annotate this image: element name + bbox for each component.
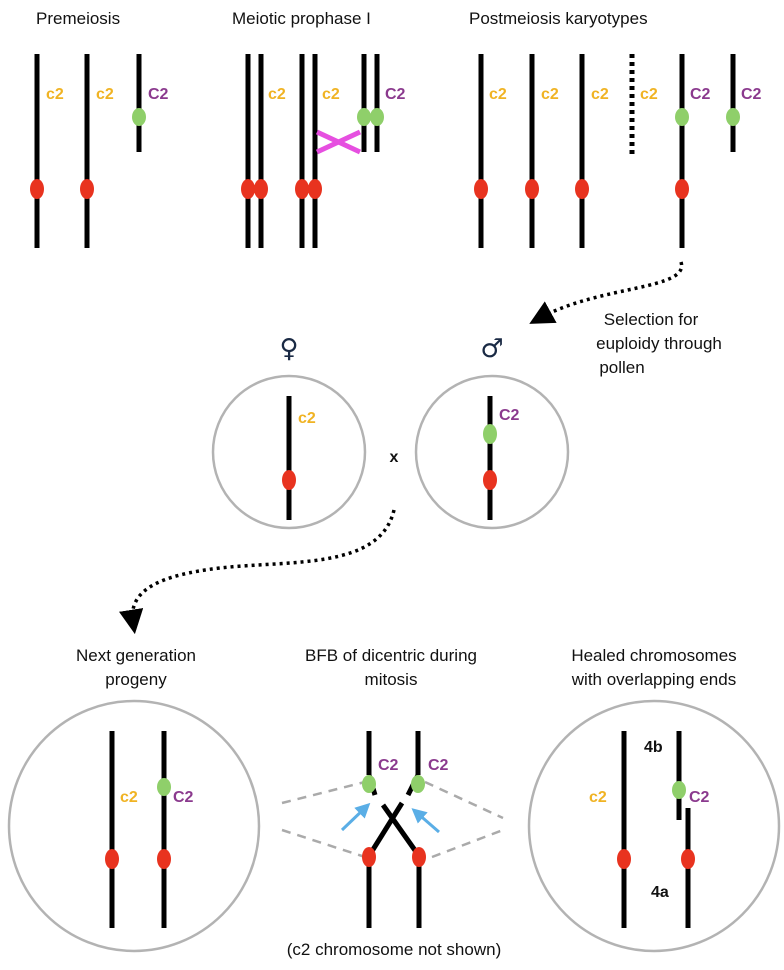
gene-label-C2: C2 [173,789,194,806]
gene-marker [483,424,497,444]
gene-marker [132,108,146,126]
gene-label-C2: C2 [499,407,520,424]
gene-label-C2: C2 [148,86,169,103]
centromere [575,179,589,199]
gene-label-c2: c2 [640,86,658,103]
healed-title-line1: Healed chromosomes [571,646,736,665]
male-symbol: ♂ [480,334,503,364]
gene-marker [726,108,740,126]
centromere [295,179,309,199]
gene-marker [370,108,384,126]
centromere [617,849,631,869]
prophase-title: Meiotic prophase I [232,9,371,28]
progeny-title-line1: Next generation [76,646,196,665]
gene-marker [672,781,686,799]
centromere [157,849,171,869]
cross-symbol: x [390,449,399,466]
centromere [80,179,94,199]
gene-label-c2: c2 [541,86,559,103]
centromere [412,847,426,867]
female-gamete-circle [211,374,367,530]
gene-label-C2: C2 [689,789,710,806]
gene-label-C2: C2 [385,86,406,103]
centromere [282,470,296,490]
bfb-title-line2: mitosis [365,670,418,689]
male-gamete-circle [414,374,570,530]
postmeiosis-title: Postmeiosis karyotypes [469,9,648,28]
healed-panel: Healed chromosomes with overlapping ends… [527,646,781,953]
gene-label-c2: c2 [298,410,316,427]
progeny-circle [7,699,261,953]
centromere [30,179,44,199]
healed-circle [527,699,781,953]
gene-label-c2: c2 [591,86,609,103]
bfb-note: (c2 chromosome not shown) [287,940,501,959]
gene-label-C2: C2 [741,86,762,103]
bridge-strand [366,801,405,858]
gene-marker [675,108,689,126]
break-arrow [411,808,440,834]
gene-label-c2: c2 [96,86,114,103]
dashed-guide [281,780,366,805]
centromere [681,849,695,869]
dashed-guide [431,828,504,859]
centromere [254,179,268,199]
selection-arrow [529,261,684,324]
prophase-panel: Meiotic prophase I c2 c2 C2 [232,9,406,248]
gene-label-c2: c2 [322,86,340,103]
gene-label-c2: c2 [268,86,286,103]
dashed-guide [281,828,366,859]
premeiosis-panel: Premeiosis c2 c2 C2 [30,9,169,248]
progeny-title-line2: progeny [105,670,167,689]
centromere [675,179,689,199]
label-4b: 4b [644,739,663,756]
postmeiosis-panel: Postmeiosis karyotypes c2 c2 c2 c2 C2 C2 [469,9,762,248]
gene-label-C2: C2 [428,757,449,774]
gene-marker [357,108,371,126]
selection-caption: Selection for euploidy through pollen [596,310,722,377]
gene-label-C2: C2 [690,86,711,103]
centromere [308,179,322,199]
centromere [483,470,497,490]
gene-marker [157,778,171,796]
svg-text:Selection for: Selection for [604,310,699,329]
centromere [362,847,376,867]
dashed-guide [424,780,504,820]
svg-text:pollen: pollen [599,358,644,377]
centromere [105,849,119,869]
label-4a: 4a [651,884,669,901]
female-symbol: ♀ [279,334,298,364]
svg-text:euploidy through: euploidy through [596,334,722,353]
gene-label-c2: c2 [46,86,64,103]
break-arrow [340,802,371,832]
bridge-strand [380,803,422,858]
progeny-arrow [119,509,396,635]
gene-label-c2: c2 [120,789,138,806]
gene-label-c2: c2 [489,86,507,103]
crossover-mark [315,129,362,155]
centromere [474,179,488,199]
healed-title-line2: with overlapping ends [571,670,736,689]
bfb-title-line1: BFB of dicentric during [305,646,477,665]
progeny-panel: Next generation progeny c2 C2 [7,646,261,953]
gene-label-c2: c2 [589,789,607,806]
premeiosis-title: Premeiosis [36,9,120,28]
gene-label-C2: C2 [378,757,399,774]
centromere [241,179,255,199]
cross-section: ♀ ♂ c2 x C2 [211,334,570,530]
gene-marker [362,775,376,793]
gene-marker [411,775,425,793]
bfb-panel: BFB of dicentric during mitosis C2 C2 (c… [281,646,504,959]
centromere [525,179,539,199]
